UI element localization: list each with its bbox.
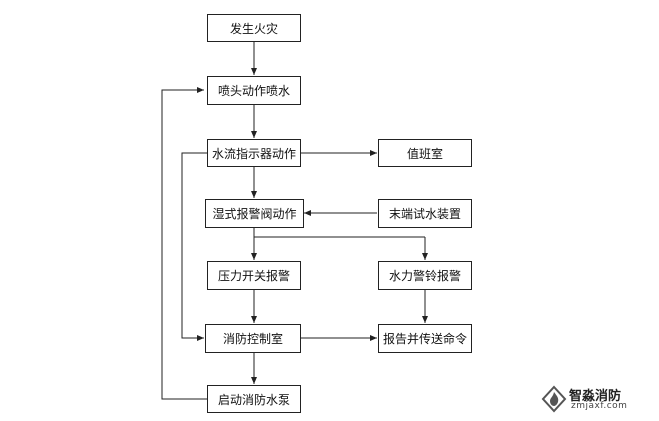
node-alarm-valve: 湿式报警阀动作 [205, 199, 304, 228]
node-sprinkler: 喷头动作喷水 [207, 76, 301, 105]
node-pressure-switch: 压力开关报警 [207, 261, 301, 290]
flame-logo-icon [541, 385, 567, 413]
node-test-device: 末端试水装置 [378, 199, 472, 228]
arrow-pump-to-sprinkler-loop [161, 87, 207, 400]
watermark-url: zmjaxf.com [571, 401, 628, 411]
arrow-flow-to-control-loop [181, 152, 207, 341]
node-flow-indicator: 水流指示器动作 [207, 139, 301, 167]
node-water-bell: 水力警铃报警 [378, 261, 472, 290]
node-control-room: 消防控制室 [205, 324, 301, 353]
node-fire: 发生火灾 [207, 14, 301, 42]
watermark-title: 智淼消防 [569, 389, 622, 404]
node-report: 报告并传送命令 [378, 324, 472, 353]
node-start-pump: 启动消防水泵 [207, 385, 301, 413]
watermark: 智淼消防 zmjaxf.com [541, 384, 653, 414]
node-duty-room: 值班室 [378, 139, 472, 167]
